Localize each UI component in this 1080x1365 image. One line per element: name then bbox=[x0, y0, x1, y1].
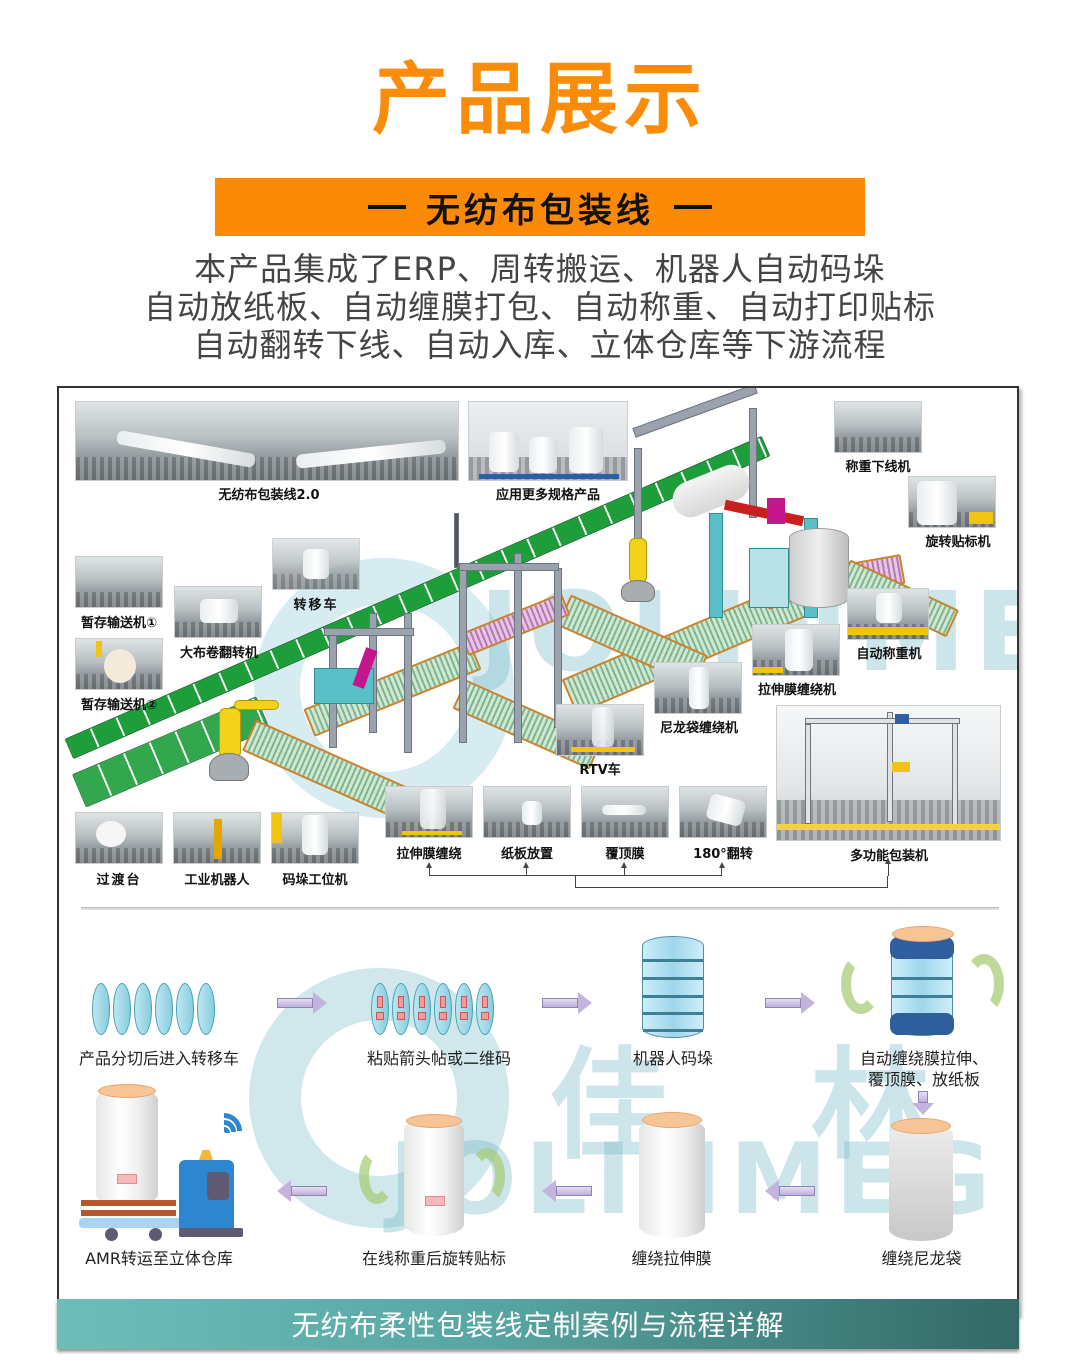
caption: 暂存输送机① bbox=[80, 616, 157, 631]
photo-auto-weigher bbox=[847, 588, 929, 640]
machine-part bbox=[709, 513, 723, 618]
intro-line: 自动翻转下线、自动入库、立体仓库等下游流程 bbox=[193, 326, 887, 364]
intro-line: 自动放纸板、自动缠膜打包、自动称重、自动打印贴标 bbox=[143, 288, 936, 326]
caption: 称重下线机 bbox=[845, 460, 911, 475]
photo-packaging-line-2 bbox=[75, 401, 459, 481]
stretch-film-roll-icon bbox=[639, 1118, 705, 1238]
dash-left-icon bbox=[368, 205, 406, 209]
caption: 自动称重机 bbox=[856, 647, 922, 662]
dash-right-icon bbox=[674, 205, 712, 209]
caption: RTV车 bbox=[579, 763, 621, 778]
flow-step-label: 机器人码垛 bbox=[632, 1049, 713, 1068]
photo-stretch-wrapper bbox=[752, 624, 840, 676]
subtitle-banner: 无纺布包装线 bbox=[215, 178, 865, 236]
photo-palletizing-station bbox=[271, 812, 359, 864]
photo-stretch-wrap bbox=[385, 786, 473, 838]
label-sticker-icon bbox=[425, 1196, 445, 1206]
photo-more-specs bbox=[468, 401, 628, 481]
flow-step-label: 缠绕拉伸膜 bbox=[631, 1249, 712, 1268]
section-divider bbox=[81, 907, 999, 910]
wrapping-head bbox=[767, 498, 785, 524]
photo-multifunction-packer bbox=[776, 705, 1001, 841]
caption: 过渡台 bbox=[96, 873, 142, 888]
watermark-cn: 佳 林 bbox=[549, 1037, 981, 1176]
photo-rtv-cart bbox=[556, 704, 644, 756]
gantry-beam bbox=[632, 388, 758, 438]
caption: 暂存输送机② bbox=[80, 698, 157, 713]
product-showcase-frame: JOLINMEG 佳 林 ® JOLINMEG bbox=[57, 386, 1019, 1316]
caption: 拉伸膜缠绕 bbox=[396, 847, 462, 862]
caption: 180°翻转 bbox=[693, 847, 753, 862]
roll-top-icon bbox=[642, 1112, 702, 1128]
industrial-robot bbox=[629, 538, 647, 583]
roll-top-icon bbox=[406, 1114, 462, 1128]
caption: 码垛工位机 bbox=[282, 873, 348, 888]
rotate-arrow-icon bbox=[841, 954, 881, 1014]
flow-step-label: 粘贴箭头帖或二维码 bbox=[366, 1049, 511, 1068]
photo-transfer-cart bbox=[272, 538, 360, 590]
intro-text: 本产品集成了ERP、周转搬运、机器人自动码垛 自动放纸板、自动缠膜打包、自动称重… bbox=[0, 250, 1080, 364]
steel-frame bbox=[459, 563, 467, 743]
caption: 应用更多规格产品 bbox=[495, 488, 600, 503]
steel-frame bbox=[749, 408, 757, 518]
flow-step-label: 缠绕尼龙袋 bbox=[881, 1249, 962, 1268]
steel-frame bbox=[404, 613, 412, 753]
subtitle-text: 无纺布包装线 bbox=[426, 190, 654, 231]
palletized-stack-icon bbox=[642, 936, 704, 1038]
photo-nylon-bag-wrapper bbox=[654, 662, 742, 714]
wrapping-arm bbox=[723, 499, 805, 527]
industrial-robot bbox=[219, 708, 241, 758]
photo-cardboard-placement bbox=[483, 786, 571, 838]
caption: 纸板放置 bbox=[500, 847, 553, 862]
caption: 尼龙袋缠绕机 bbox=[659, 721, 738, 736]
caption: 大布卷翻转机 bbox=[179, 646, 258, 661]
photo-transition-table bbox=[75, 812, 163, 864]
rotate-arrow-icon bbox=[359, 1148, 395, 1204]
intro-line: 本产品集成了ERP、周转搬运、机器人自动码垛 bbox=[194, 250, 886, 288]
photo-rotary-labeler bbox=[908, 476, 996, 528]
rotate-arrow-icon bbox=[469, 1148, 505, 1204]
caption: 旋转贴标机 bbox=[925, 535, 991, 550]
rotate-arrow-icon bbox=[964, 954, 1004, 1014]
photo-industrial-robot bbox=[173, 812, 261, 864]
photo-top-film bbox=[581, 786, 669, 838]
caption: 覆顶膜 bbox=[605, 847, 645, 862]
page-title: 产品展示 bbox=[371, 55, 708, 145]
steel-frame bbox=[514, 553, 522, 743]
caption: 工业机器人 bbox=[184, 873, 250, 888]
photo-buffer-conveyor-1 bbox=[75, 556, 163, 608]
top-film-icon bbox=[892, 926, 954, 942]
flow-step-label: 在线称重后旋转贴标 bbox=[361, 1249, 506, 1268]
roll-top-icon bbox=[891, 1118, 951, 1134]
photo-buffer-conveyor-2 bbox=[75, 638, 163, 690]
caption: 转移车 bbox=[293, 598, 339, 613]
robot-arm bbox=[234, 700, 279, 710]
flow-step-label: 产品分切后进入转移车 bbox=[78, 1049, 239, 1068]
flow-step-label: 自动缠绕膜拉伸、 覆顶膜、放纸板 bbox=[859, 1049, 988, 1089]
vertical-post bbox=[454, 513, 459, 568]
footer-banner: 无纺布柔性包装线定制案例与流程详解 bbox=[57, 1299, 1019, 1349]
robot-base bbox=[621, 580, 655, 602]
machine-part bbox=[749, 548, 789, 608]
photo-180-flip bbox=[679, 786, 767, 838]
labeled-roll-icon bbox=[404, 1118, 464, 1236]
wrapped-roll bbox=[789, 528, 849, 608]
caption: 拉伸膜缠绕机 bbox=[757, 683, 836, 698]
flow-step-label: AMR转运至立体仓库 bbox=[85, 1249, 233, 1268]
robot-base bbox=[209, 753, 249, 781]
photo-roll-flipper bbox=[174, 586, 262, 638]
caption: 多功能包装机 bbox=[849, 849, 928, 864]
steel-frame bbox=[324, 628, 414, 636]
wrapped-stack-icon bbox=[890, 936, 954, 1036]
caption: 无纺布包装线2.0 bbox=[218, 488, 320, 503]
photo-weighing-offline bbox=[834, 401, 922, 453]
nylon-bag-roll-icon bbox=[889, 1123, 953, 1241]
steel-frame bbox=[459, 563, 559, 571]
